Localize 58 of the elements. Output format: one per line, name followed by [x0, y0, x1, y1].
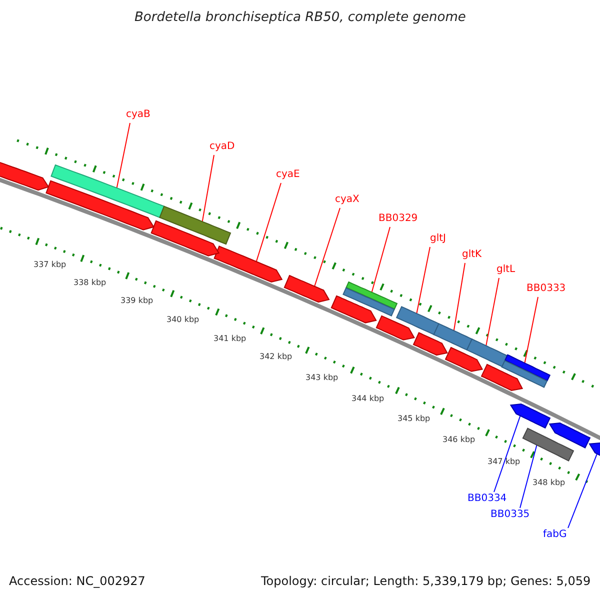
gene-label: cyaB	[126, 110, 150, 120]
title: Bordetella bronchiseptica RB50, complete genome	[134, 11, 466, 24]
leader-line	[494, 415, 521, 492]
gene-label: gltL	[496, 265, 516, 275]
scale-label: 343 kbp	[306, 374, 338, 382]
leader-line	[314, 208, 340, 287]
gene-label: BB0329	[378, 214, 418, 224]
gene-label: cyaE	[276, 170, 300, 180]
gene-feature	[480, 364, 524, 392]
gene-bar	[396, 306, 440, 336]
gene-feature	[444, 346, 484, 372]
gene-feature	[548, 422, 591, 448]
gene-bar	[159, 206, 232, 245]
leader-line	[116, 122, 130, 188]
gene-feature	[214, 246, 283, 283]
gene-label: BB0334	[468, 494, 507, 504]
gene-bar	[342, 281, 398, 316]
scale-label: 337 kbp	[34, 261, 66, 269]
scale-label: 342 kbp	[260, 353, 292, 361]
scale-label: 339 kbp	[120, 297, 154, 305]
scale-label: 348 kbp	[532, 479, 566, 487]
scale-label: 341 kbp	[214, 335, 246, 343]
leader-line	[256, 182, 282, 262]
leader-line	[524, 296, 538, 364]
gene-bar	[433, 323, 473, 351]
scale-label: 347 kbp	[488, 458, 520, 466]
leader-line	[453, 262, 466, 332]
scale-label: 340 kbp	[166, 316, 200, 324]
gene-label: gltJ	[430, 234, 446, 244]
scale-label: 345 kbp	[398, 415, 430, 423]
gene-feature	[284, 274, 330, 303]
leader-line	[486, 278, 500, 346]
gene-label: fabG	[543, 530, 567, 540]
gene-label: cyaX	[335, 195, 360, 205]
leader-line	[371, 226, 390, 293]
scale-label: 346 kbp	[442, 436, 476, 444]
gene-feature	[376, 315, 415, 340]
leader-line	[520, 444, 538, 508]
leader-line	[416, 246, 430, 314]
gene-bar	[501, 354, 551, 388]
gene-label: gltK	[462, 250, 482, 260]
gene-feature	[150, 220, 220, 256]
gene-bar	[50, 164, 165, 218]
gene-bar	[466, 338, 508, 368]
leader-line	[202, 154, 214, 222]
genome-summary-text: Topology: circular; Length: 5,339,179 bp; Genes: 5,059	[261, 575, 591, 587]
gene-feature	[330, 295, 377, 324]
leader-line	[568, 453, 598, 528]
gene-feature	[46, 180, 154, 230]
gene-label: cyaD	[210, 142, 235, 152]
gene-feature	[412, 332, 448, 356]
gene-feature	[510, 403, 551, 429]
scale-label: 344 kbp	[352, 395, 384, 403]
accession-text: Accession: NC_002927	[9, 575, 146, 587]
gene-label: BB0333	[526, 284, 566, 294]
gene-label: BB0335	[490, 510, 530, 520]
gene-bar	[522, 428, 574, 462]
scale-label: 338 kbp	[74, 279, 106, 287]
